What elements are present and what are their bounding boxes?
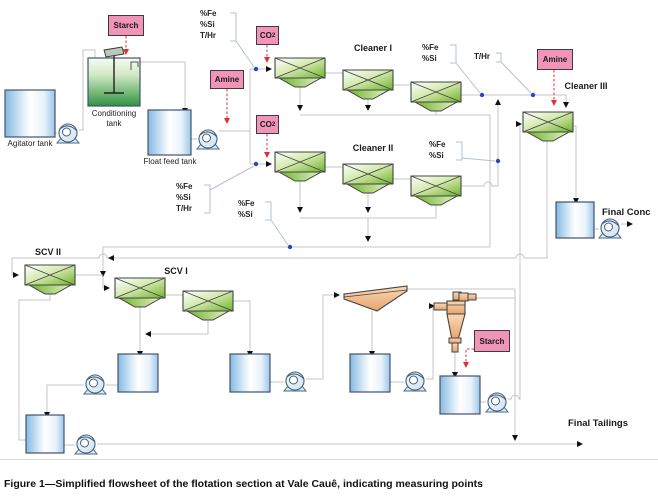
measure-thr: T/Hr [176,204,192,213]
sump-tank-3 [349,353,391,393]
float-feed-tank [147,109,192,156]
sump-pump-2 [283,371,307,392]
figure-caption: Figure 1—Simplified flowsheet of the flo… [4,478,483,490]
thickener [343,285,408,312]
cleaner2-cell-2 [342,163,394,194]
scv1-cell-1 [114,277,166,308]
caption-divider [0,459,658,460]
cleaner2-cell-3 [410,175,462,206]
co2-sub: 2 [271,121,276,128]
sump-pump-4 [485,392,509,413]
measure-thr: T/Hr [474,52,490,61]
scv1-label: SCV I [164,266,188,276]
cleaner3-cell [522,111,574,142]
measure-si: %Si [176,193,191,202]
conditioning-tank [87,46,141,107]
reagent-lines [123,36,557,368]
sump-tank-4 [439,375,481,415]
measure-si: %Si [238,210,253,219]
agitator-motor-icon [103,46,125,58]
scv2-cell [24,264,76,295]
cleaner1-cell-3 [410,81,462,112]
scv1-cell-2 [182,290,234,321]
co2-sub: 2 [271,32,276,39]
amine-box-cleaner3: Amine [537,49,573,70]
final-conc-pump [598,218,622,239]
process-lines [11,49,633,447]
measure-block-cleaner1-conc: %Fe %Si [422,42,438,64]
measure-fe: %Fe [429,140,446,149]
tailings-pump [74,434,98,455]
co2-label: CO [259,120,272,129]
agitator-tank-label: Agitator tank [7,139,53,148]
cleaner1-cell-2 [342,69,394,100]
measure-block-cleaner2-feed: %Fe %Si T/Hr [176,181,192,214]
cleaner1-cell-1 [274,57,326,88]
amine-box-top-label: Amine [214,75,240,84]
final-conc-tank [555,201,595,239]
measure-fe: %Fe [422,43,439,52]
sump-pump-1 [83,374,107,395]
measure-si: %Si [422,54,437,63]
scv2-label: SCV II [34,247,61,257]
cleaner1-label: Cleaner I [353,43,393,53]
measuring-point-dots [253,66,536,250]
measurement-leaders [204,12,532,246]
amine-box-top: Amine [210,70,244,89]
starch-box-bottom-label: Starch [479,336,505,346]
starch-box-top: Starch [108,15,144,36]
measure-block-cleaner2-conc: %Fe %Si [429,139,445,161]
measure-fe: %Fe [176,182,193,191]
conditioning-tank-label: Conditioning tank [91,109,137,128]
final-conc-label: Final Conc [602,207,651,218]
measure-thr: T/Hr [200,31,216,40]
cleaner2-label: Cleaner II [352,143,394,153]
agitator-pump [56,123,80,144]
sump-pump-3 [403,371,427,392]
final-tailings-label: Final Tailings [568,418,628,429]
measure-fe: %Fe [238,199,255,208]
sump-tank-1 [117,353,159,393]
hydrocyclone [433,291,477,353]
measure-block-scavenger-feed: %Fe %Si [238,198,254,220]
starch-box-top-label: Starch [113,21,139,30]
float-feed-tank-label: Float feed tank [143,157,197,166]
sump-tank-5 [25,414,65,454]
starch-box-bottom: Starch [474,330,510,352]
measure-block-thr-right: T/Hr [474,51,490,62]
amine-box-cleaner3-label: Amine [542,55,568,64]
agitator-tank [4,89,56,138]
measure-si: %Si [429,151,444,160]
co2-label: CO [259,31,272,40]
cleaner2-cell-1 [274,151,326,182]
measure-block-feed: %Fe %Si T/Hr [200,8,216,41]
cleaner3-label: Cleaner III [564,81,608,91]
measure-si: %Si [200,20,215,29]
float-feed-pump [196,129,220,150]
sump-tank-2 [229,353,271,393]
measure-fe: %Fe [200,9,217,18]
